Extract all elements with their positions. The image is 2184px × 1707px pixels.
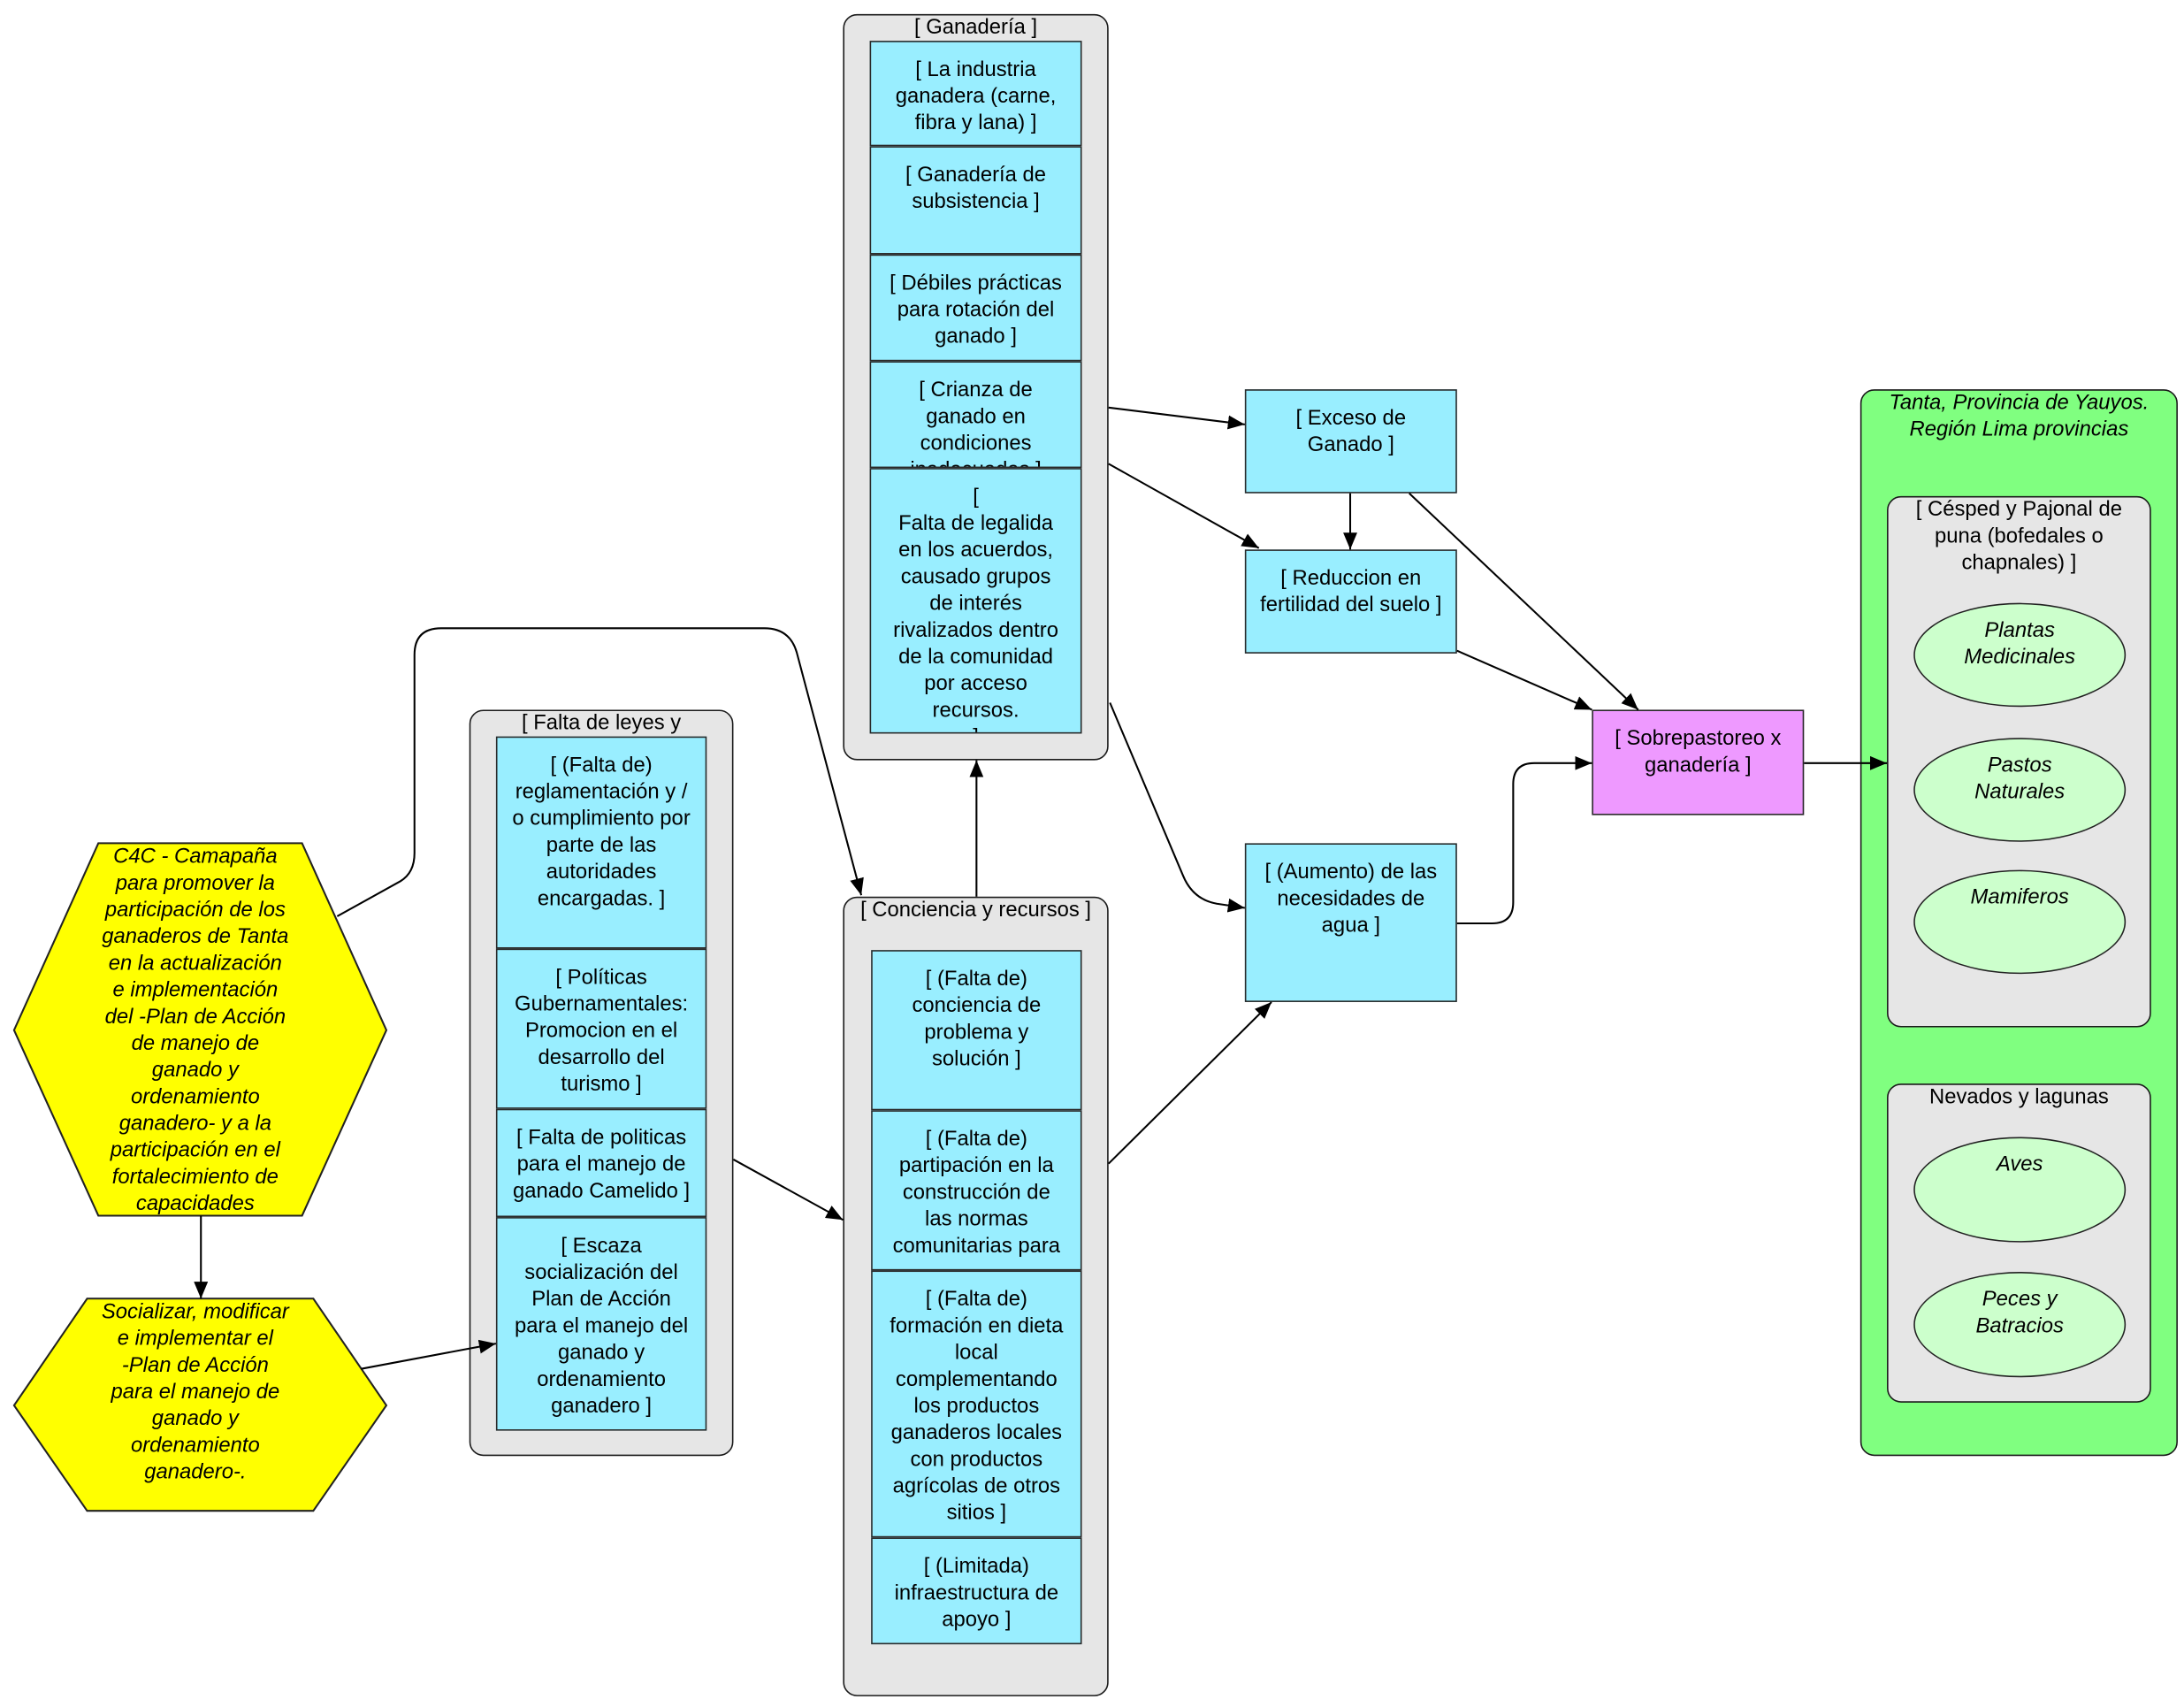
effect-box-exceso-ganado: [ Exceso de Ganado ] <box>1244 389 1457 494</box>
problem-box-escaza-socializacion: [ Escaza socialización del Plan de Acció… <box>495 1217 707 1431</box>
group-title: [ Falta de leyes y <box>521 711 682 736</box>
group-title: [ Ganadería ] <box>913 15 1038 40</box>
action-hexagon-campaign <box>12 842 388 1217</box>
problem-box-conciencia: [ (Falta de) conciencia de problema y so… <box>871 950 1082 1111</box>
target-ellipse-pastos-naturales: Pastos Naturales <box>1913 738 2127 842</box>
effect-box-necesidades-agua: [ (Aumento) de las necesidades de agua ] <box>1244 843 1457 1002</box>
problem-box-crianza-ganado: [ Crianza de ganado en condiciones inade… <box>869 361 1082 469</box>
problem-box-ganaderia-subsistencia: [ Ganadería de subsistencia ] <box>869 146 1082 255</box>
effect-box-reduccion-fertilidad: [ Reduccion en fertilidad del suelo ] <box>1244 549 1457 654</box>
problem-box-politicas-camelido: [ Falta de politicas para el manejo de g… <box>495 1108 707 1218</box>
target-ellipse-mamiferos: Mamiferos <box>1913 869 2127 975</box>
target-ellipse-peces-batracios: Peces y Batracios <box>1913 1272 2127 1378</box>
core-problem-sobrepastoreo: [ Sobrepastoreo x ganadería ] <box>1592 709 1805 815</box>
group-title: [ Conciencia y recursos ] <box>860 898 1092 922</box>
problem-box-participacion: [ (Falta de) partipación en la construcc… <box>871 1110 1082 1271</box>
subgroup-title: Nevados y lagunas <box>1929 1084 2109 1109</box>
problem-box-politicas-gubernamentales: [ Políticas Gubernamentales: Promocion e… <box>495 948 707 1109</box>
target-ellipse-plantas-medicinales: Plantas Medicinales <box>1913 602 2127 708</box>
action-text-campaign: C4C - Camapaña para promover la particip… <box>102 844 289 1215</box>
problem-box-reglamentacion: [ (Falta de) reglamentación y / o cumpli… <box>495 736 707 949</box>
problem-box-debiles-practicas: [ Débiles prácticas para rotación del ga… <box>869 254 1082 362</box>
region-title: Tanta, Provincia de Yauyos. Región Lima … <box>1889 390 2150 441</box>
action-text-socializar: Socializar, modificar e implementar el -… <box>101 1299 289 1484</box>
action-hexagon-socializar <box>12 1297 388 1512</box>
problem-box-falta-legalidad: [ Falta de legalida en los acuerdos, cau… <box>869 468 1082 734</box>
problem-box-formacion-dieta: [ (Falta de) formación en dieta local co… <box>871 1270 1082 1538</box>
problem-box-industria-ganadera: [ La industria ganadera (carne, fibra y … <box>869 41 1082 147</box>
target-ellipse-aves: Aves <box>1913 1137 2127 1243</box>
problem-box-infraestructura: [ (Limitada) infraestructura de apoyo ] <box>871 1537 1082 1645</box>
subgroup-title: [ Césped y Pajonal de puna (bofedales o … <box>1915 497 2122 575</box>
